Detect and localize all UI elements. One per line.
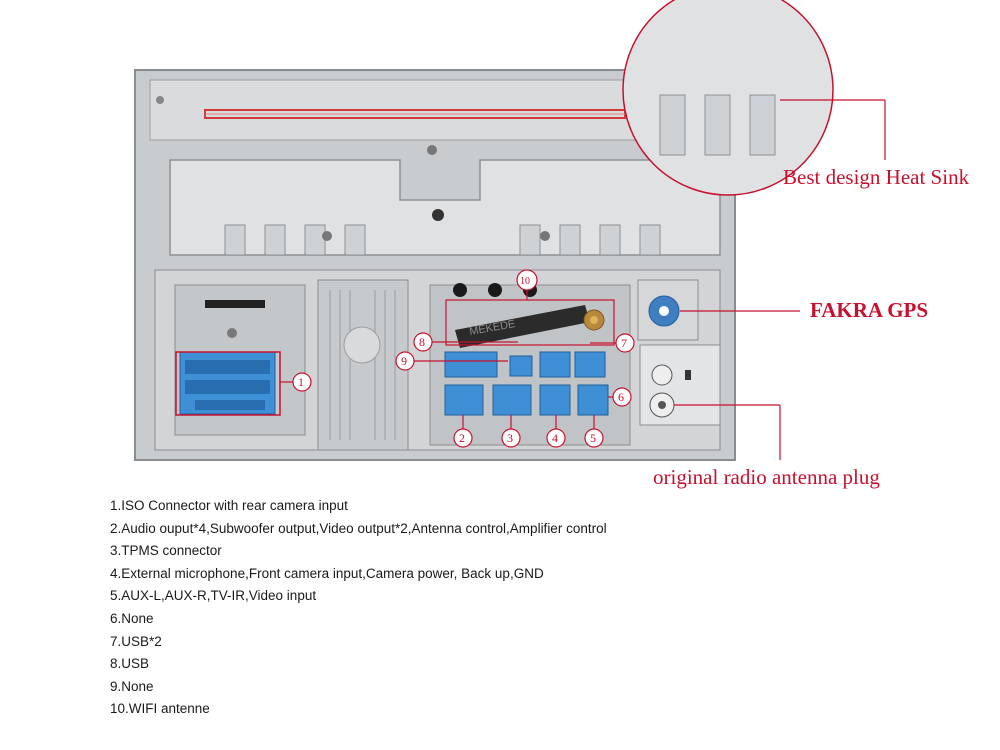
radio-antenna-callout: original radio antenna plug — [653, 465, 880, 489]
svg-text:6: 6 — [618, 390, 624, 404]
heat-sink-zoom — [622, 0, 886, 196]
svg-text:2: 2 — [459, 431, 465, 445]
legend-item: 2.Audio ouput*4,Subwoofer output,Video o… — [110, 520, 607, 536]
heat-sink-callout: Best design Heat Sink — [783, 165, 970, 189]
svg-text:9: 9 — [401, 354, 407, 368]
svg-text:7: 7 — [621, 336, 627, 350]
marker-5: 5 — [584, 415, 604, 448]
legend-item: 4.External microphone,Front camera input… — [110, 565, 544, 581]
iso-connector — [175, 351, 281, 416]
svg-text:5: 5 — [590, 431, 596, 445]
marker-9: 9 — [395, 351, 508, 371]
legend-item: 6.None — [110, 610, 154, 626]
connector-legend: 1.ISO Connector with rear camera input 2… — [110, 495, 710, 721]
svg-text:8: 8 — [419, 335, 425, 349]
svg-text:4: 4 — [552, 431, 558, 445]
marker-1: 1 — [280, 372, 312, 392]
legend-item: 8.USB — [110, 656, 150, 672]
svg-text:3: 3 — [507, 431, 513, 445]
marker-3: 3 — [501, 415, 521, 448]
legend-item: 3.TPMS connector — [110, 543, 222, 559]
radio-antenna-plug — [649, 364, 691, 418]
svg-text:10: 10 — [520, 276, 530, 287]
legend-item: 9.None — [110, 678, 154, 694]
marker-4: 4 — [546, 415, 566, 448]
radio-rear-panel-illustration: MEKEDE 1 — [134, 0, 886, 461]
leader-lines — [674, 310, 800, 460]
legend-item: 7.USB*2 — [110, 633, 162, 649]
marker-10: 10 — [445, 269, 615, 346]
wifi-antenna: MEKEDE — [455, 305, 605, 348]
marker-7: 7 — [590, 333, 635, 353]
marker-2: 2 — [453, 415, 473, 448]
connector-block — [444, 351, 609, 416]
svg-text:1: 1 — [298, 375, 304, 389]
legend-item: 10.WIFI antenne — [110, 701, 210, 717]
marker-6: 6 — [608, 387, 632, 407]
legend-item: 1.ISO Connector with rear camera input — [110, 498, 348, 513]
legend-item: 5.AUX-L,AUX-R,TV-IR,Video input — [110, 588, 317, 604]
fakra-gps-callout: FAKRA GPS — [810, 298, 929, 322]
fakra-gps-connector — [648, 295, 680, 327]
number-markers: 1 2 3 4 5 6 7 — [280, 269, 635, 448]
